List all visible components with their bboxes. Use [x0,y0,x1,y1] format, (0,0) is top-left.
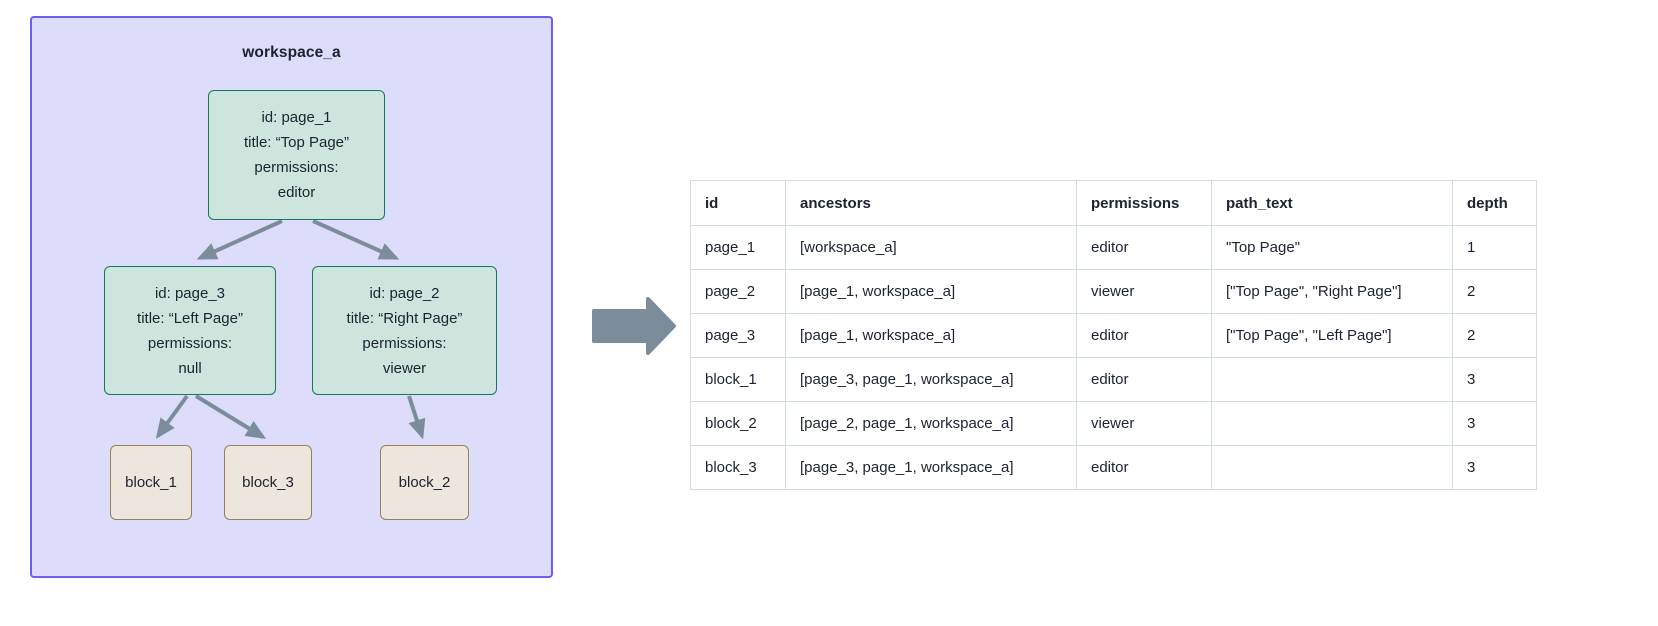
cell-id: page_2 [690,269,786,314]
column-header-depth: depth [1452,180,1537,226]
cell-depth: 3 [1452,401,1537,446]
cell-id: block_1 [690,357,786,402]
node-page_2-permissions-value: viewer [382,359,427,377]
node-page_1-permissions-value: editor [277,184,316,201]
cell-ancestors: [page_3, page_1, workspace_a] [785,445,1077,490]
node-page_2-title: title: “Right Page” [346,309,463,327]
node-page_2-id: id: page_2 [369,284,440,302]
table-row: block_1 [page_3, page_1, workspace_a] ed… [690,357,1537,402]
cell-depth: 3 [1452,445,1537,490]
cell-ancestors: [page_1, workspace_a] [785,313,1077,358]
node-page_3-id: id: page_3 [154,284,226,302]
cell-path-text: ["Top Page", "Left Page"] [1211,313,1453,358]
cell-id: page_1 [690,225,786,270]
cell-permissions: viewer [1076,269,1212,314]
cell-permissions: editor [1076,313,1212,358]
node-block_1-label: block_1 [125,474,177,491]
column-header-id: id [690,180,786,226]
node-block_2-label: block_2 [398,474,451,491]
node-block_2[interactable]: block_2 [380,445,469,520]
transform-arrow-right-icon [592,297,676,355]
cell-depth: 1 [1452,225,1537,270]
cell-path-text [1211,445,1453,490]
node-page_3[interactable]: id: page_3 title: “Left Page” permission… [104,266,276,395]
cell-permissions: editor [1076,225,1212,270]
column-header-path-text: path_text [1211,180,1453,226]
cell-ancestors: [page_3, page_1, workspace_a] [785,357,1077,402]
edge-page_2-block_2 [407,395,426,440]
cell-path-text [1211,401,1453,446]
column-header-permissions: permissions [1076,180,1212,226]
table-row: block_2 [page_2, page_1, workspace_a] vi… [690,401,1537,446]
node-page_2[interactable]: id: page_2 title: “Right Page” permissio… [312,266,497,395]
cell-permissions: editor [1076,357,1212,402]
cell-path-text: ["Top Page", "Right Page"] [1211,269,1453,314]
table-header-row: id ancestors permissions path_text depth [690,180,1537,226]
node-block_3-label: block_3 [242,474,294,491]
node-page_3-permissions-label: permissions: [147,334,233,352]
cell-depth: 2 [1452,269,1537,314]
cell-depth: 2 [1452,313,1537,358]
edge-page_3-block_1 [155,394,189,439]
node-block_1[interactable]: block_1 [110,445,192,520]
node-page_1[interactable]: id: page_1 title: “Top Page” permissions… [208,90,385,220]
cell-ancestors: [page_1, workspace_a] [785,269,1077,314]
workspace-container: workspace_a id: page_1 title: “Top Page”… [30,16,553,578]
node-page_1-title: title: “Top Page” [243,134,350,151]
result-table: id ancestors permissions path_text depth… [690,180,1537,490]
table-row: page_1 [workspace_a] editor "Top Page" 1 [690,225,1537,270]
cell-depth: 3 [1452,357,1537,402]
edge-page_1-page_3 [196,219,283,260]
cell-id: page_3 [690,313,786,358]
cell-permissions: editor [1076,445,1212,490]
cell-permissions: viewer [1076,401,1212,446]
table-row: page_2 [page_1, workspace_a] viewer ["To… [690,269,1537,314]
node-page_3-title: title: “Left Page” [137,309,243,327]
cell-id: block_2 [690,401,786,446]
cell-ancestors: [workspace_a] [785,225,1077,270]
edge-page_3-block_3 [194,394,267,439]
table-row: block_3 [page_3, page_1, workspace_a] ed… [690,445,1537,490]
node-page_3-permissions-value: null [178,359,202,377]
cell-path-text [1211,357,1453,402]
node-block_3[interactable]: block_3 [224,445,312,520]
table-row: page_3 [page_1, workspace_a] editor ["To… [690,313,1537,358]
workspace-title: workspace_a [242,44,341,61]
cell-id: block_3 [690,445,786,490]
node-page_1-permissions-label: permissions: [254,159,339,176]
node-page_2-permissions-label: permissions: [362,334,447,352]
node-page_1-id: id: page_1 [261,109,332,126]
column-header-ancestors: ancestors [785,180,1077,226]
cell-path-text: "Top Page" [1211,225,1453,270]
cell-ancestors: [page_2, page_1, workspace_a] [785,401,1077,446]
edge-page_1-page_2 [312,219,400,260]
